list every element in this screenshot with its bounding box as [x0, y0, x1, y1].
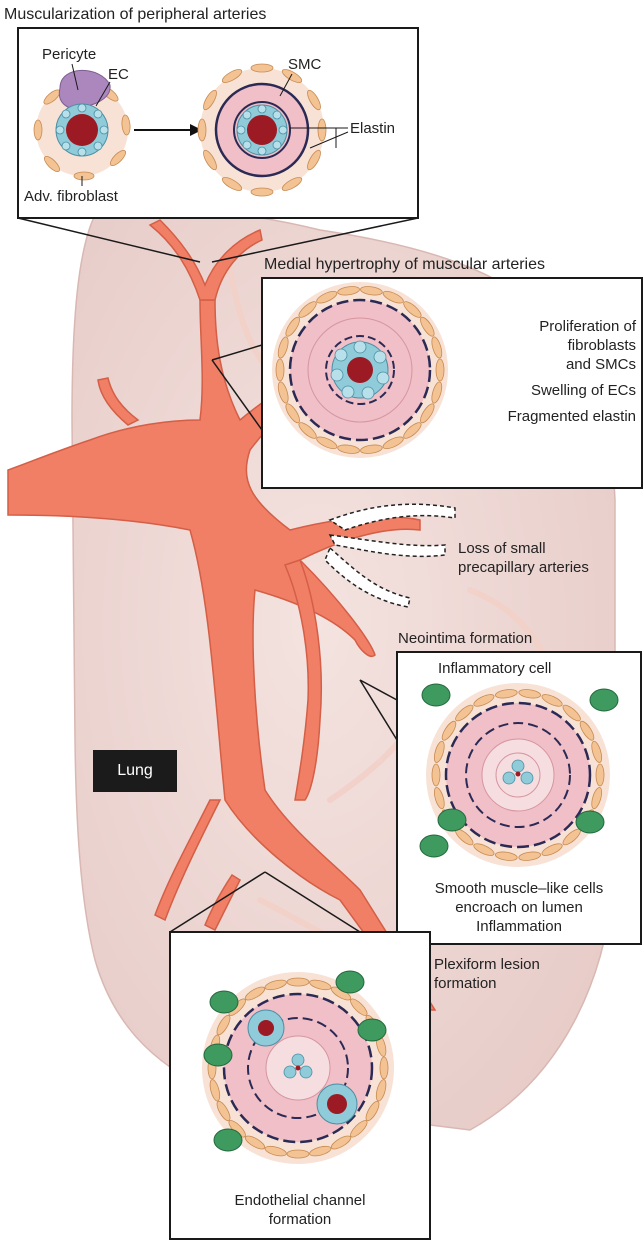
- fibroblast-cell: [436, 359, 444, 381]
- top-panel-title: Muscularization of peripheral arteries: [4, 6, 266, 24]
- neointima-caption-3: Inflammation: [399, 918, 639, 936]
- neointima-panel-title: Neointima formation: [398, 630, 532, 648]
- plexiform-caption-1: Endothelial channel: [172, 1192, 428, 1210]
- fibroblast-cell: [276, 359, 284, 381]
- plexiform-title-1: Plexiform lesion: [434, 956, 540, 974]
- smc-label: SMC: [288, 56, 321, 74]
- plexiform-lesion-crosssection: [202, 971, 394, 1164]
- fibroblast-cell: [432, 764, 440, 786]
- medial-text-5: Fragmented elastin: [470, 408, 636, 426]
- inflammatory-cell-label: Inflammatory cell: [438, 660, 551, 678]
- medial-text-3: and SMCs: [470, 356, 636, 374]
- medial-text-4: Swelling of ECs: [470, 382, 636, 400]
- fibroblast-cell: [287, 1150, 309, 1158]
- fibroblast-cell: [287, 978, 309, 986]
- elastin-label: Elastin: [350, 120, 395, 138]
- ec-label: EC: [108, 66, 129, 84]
- lung-label: Lung: [93, 750, 177, 792]
- medial-text-2: fibroblasts: [470, 337, 636, 355]
- adv-fibroblast-label: Adv. fibroblast: [24, 188, 118, 206]
- medial-panel-title: Medial hypertrophy of muscular arteries: [264, 256, 545, 274]
- hypertrophied-artery-crosssection: [272, 282, 448, 458]
- medial-text-1: Proliferation of: [470, 318, 636, 336]
- neointima-caption-2: encroach on lumen: [399, 899, 639, 917]
- fibroblast-cell: [380, 1057, 388, 1079]
- plexiform-caption-2: formation: [172, 1211, 428, 1229]
- plexiform-title-2: formation: [434, 975, 497, 993]
- fibroblast-cell: [596, 764, 604, 786]
- loss-text-1: Loss of small: [458, 540, 546, 558]
- neointima-caption-1: Smooth muscle–like cells: [399, 880, 639, 898]
- loss-text-2: precapillary arteries: [458, 559, 589, 577]
- pericyte-label: Pericyte: [42, 46, 96, 64]
